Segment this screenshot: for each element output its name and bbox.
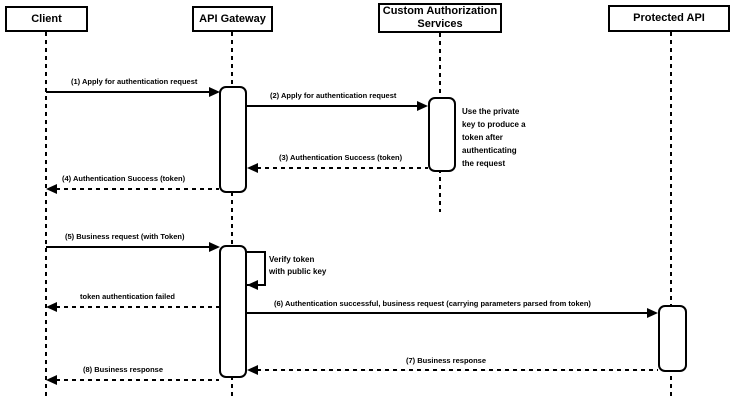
message-7-label: (7) Business response [406,356,487,365]
message-6-label: (6) Authentication successful, business … [274,299,591,308]
activation-custom-auth-services [428,97,456,172]
lifeline-api-gateway [231,32,233,398]
message-2-line [247,105,418,107]
message-6-arrowhead-icon [647,308,658,318]
actor-custom-auth-services: Custom Authorization Services [378,3,502,33]
activation-api-gateway-business [219,245,247,378]
message-5-label: (5) Business request (with Token) [65,232,185,241]
actor-protected-api-label: Protected API [633,12,705,24]
message-8-arrowhead-icon [46,375,57,385]
lifeline-protected-api [670,32,672,398]
message-1-line [46,91,209,93]
actor-protected-api: Protected API [608,5,730,32]
message-token-failed-line [56,306,219,308]
message-8-line [56,379,219,381]
message-6-line [247,312,648,314]
message-4-label: (4) Authentication Success (token) [62,174,186,183]
actor-client-label: Client [31,12,62,25]
message-7-arrowhead-icon [247,365,258,375]
message-3-arrowhead-icon [247,163,258,173]
message-2-label: (2) Apply for authentication request [270,91,397,100]
self-message-arrowhead-icon [247,280,258,290]
message-1-label: (1) Apply for authentication request [71,77,198,86]
message-3-label: (3) Authentication Success (token) [279,153,403,162]
activation-protected-api [658,305,687,372]
message-8-label: (8) Business response [83,365,164,374]
message-7-line [257,369,658,371]
lifeline-client [45,32,47,398]
actor-api-gateway-label: API Gateway [199,12,266,25]
actor-client: Client [5,6,88,32]
message-token-failed-label: token authentication failed [80,292,176,301]
message-4-arrowhead-icon [46,184,57,194]
message-token-failed-arrowhead-icon [46,302,57,312]
message-4-line [56,188,219,190]
note-private-key: Use the private key to produce a token a… [462,107,526,168]
actor-custom-auth-services-label: Custom Authorization Services [382,5,498,30]
activation-api-gateway-auth [219,86,247,193]
self-message-label: Verify token with public key [269,255,327,276]
message-5-line [46,246,209,248]
actor-api-gateway: API Gateway [192,6,273,32]
message-3-line [257,167,428,169]
message-1-arrowhead-icon [209,87,220,97]
message-2-arrowhead-icon [417,101,428,111]
message-5-arrowhead-icon [209,242,220,252]
